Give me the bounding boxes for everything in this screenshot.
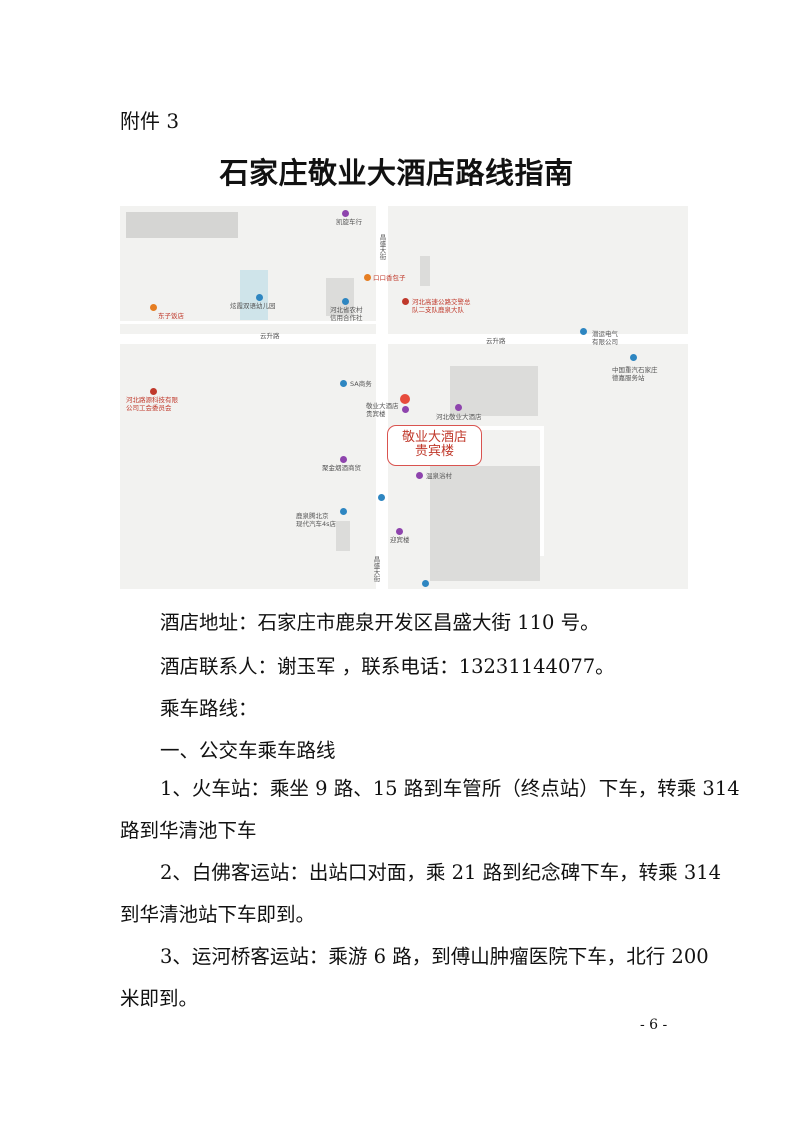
poi-marker <box>150 388 157 395</box>
callout-line: 贵宾楼 <box>414 444 454 459</box>
contact-text: 酒店联系人：谢玉军 ，联系电话：13231144077。 <box>160 655 615 678</box>
map-label: 口口香包子 <box>373 274 406 282</box>
map-label: SA商务 <box>350 380 372 388</box>
poi-marker <box>340 380 347 387</box>
map-label: 河北敬业大酒店 <box>436 413 482 421</box>
page-title: 石家庄敬业大酒店路线指南 <box>219 156 574 190</box>
road-minor <box>450 426 544 430</box>
poi-marker <box>630 354 637 361</box>
map-label: 中国重汽石家庄 <box>612 366 658 374</box>
map-building <box>450 366 538 416</box>
poi-marker <box>402 406 409 413</box>
route-2-line-2: 到华清池站下车即到。 <box>120 903 316 926</box>
poi-marker <box>422 580 429 587</box>
route-3-line-1: 3、运河桥客运站：乘游 6 路，到傅山肿瘤医院下车，北行 200 <box>160 945 709 968</box>
poi-marker <box>396 528 403 535</box>
map-label: 德嘉服务站 <box>612 374 645 382</box>
map-label: 昌盛大街 <box>372 556 380 582</box>
map-building <box>240 270 268 320</box>
route-1-line-2: 路到华清池下车 <box>120 819 257 842</box>
map-label: 鹿泉腾北京 <box>296 512 329 520</box>
map-building <box>336 521 350 551</box>
page-number: - 6 - <box>640 1017 668 1033</box>
poi-marker <box>256 294 263 301</box>
route-1-line-1: 1、火车站：乘坐 9 路、15 路到车管所（终点站）下车，转乘 314 <box>160 777 740 800</box>
poi-marker <box>364 274 371 281</box>
road-changsheng <box>376 206 388 589</box>
map-label: 河北路源科技有限 <box>126 396 178 404</box>
map-label: 河北高速公路交警总 <box>412 298 471 306</box>
road-minor <box>120 321 376 324</box>
map-label: 贵宾楼 <box>366 410 386 418</box>
poi-marker <box>342 210 349 217</box>
poi-marker <box>342 298 349 305</box>
road-yunsheng <box>120 334 688 344</box>
map-label: 现代汽车4s店 <box>296 520 337 528</box>
map-label: 昌盛大街 <box>378 234 386 260</box>
route-2-line-1: 2、白佛客运站：出站口对面，乘 21 路到纪念碑下车，转乘 314 <box>160 861 722 884</box>
hotel-callout: 敬业大酒店 贵宾楼 <box>387 425 482 466</box>
map-building <box>326 278 354 316</box>
route-3-line-2: 米即到。 <box>120 987 199 1010</box>
map-label: 迎宾楼 <box>390 536 410 544</box>
map-building <box>430 466 540 581</box>
poi-marker <box>402 298 409 305</box>
map-label: 云升路 <box>486 337 506 345</box>
bus-heading: 一、公交车乘车路线 <box>160 739 336 762</box>
poi-marker <box>455 404 462 411</box>
map-label: 公司工会委员会 <box>126 404 172 412</box>
map-label: 云升路 <box>260 332 280 340</box>
map-building <box>126 212 238 238</box>
poi-marker <box>416 472 423 479</box>
callout-line: 敬业大酒店 <box>401 430 467 445</box>
map-label: 聚金烟酒商贸 <box>322 464 361 472</box>
map-label: 信用合作社 <box>330 314 363 322</box>
map-label: 炫霞双语幼儿园 <box>230 302 276 310</box>
attachment-label: 附件 3 <box>120 109 180 133</box>
poi-marker <box>340 508 347 515</box>
map-label: 河北省农村 <box>330 306 363 314</box>
map-label: 潜运电气 <box>592 330 618 338</box>
map-label: 敬业大酒店 <box>366 402 399 410</box>
poi-marker <box>378 494 385 501</box>
map-label: 队二支队鹿泉大队 <box>412 306 464 314</box>
map-label: 有限公司 <box>592 338 618 346</box>
address-text: 酒店地址：石家庄市鹿泉开发区昌盛大街 110 号。 <box>160 611 600 634</box>
map-label: 东子饭店 <box>158 312 184 320</box>
poi-marker <box>150 304 157 311</box>
route-map: 凯旋车行 昌盛大街 口口香包子 炫霞双语幼儿园 河北省农村 信用合作社 河北高速… <box>120 206 688 589</box>
routes-heading: 乘车路线： <box>160 697 258 720</box>
map-building <box>420 256 430 286</box>
map-label: 温泉浴村 <box>426 472 452 480</box>
poi-marker <box>340 456 347 463</box>
poi-marker <box>580 328 587 335</box>
road-minor <box>540 426 544 556</box>
map-label: 凯旋车行 <box>336 218 362 226</box>
hotel-pin-icon <box>400 394 410 404</box>
